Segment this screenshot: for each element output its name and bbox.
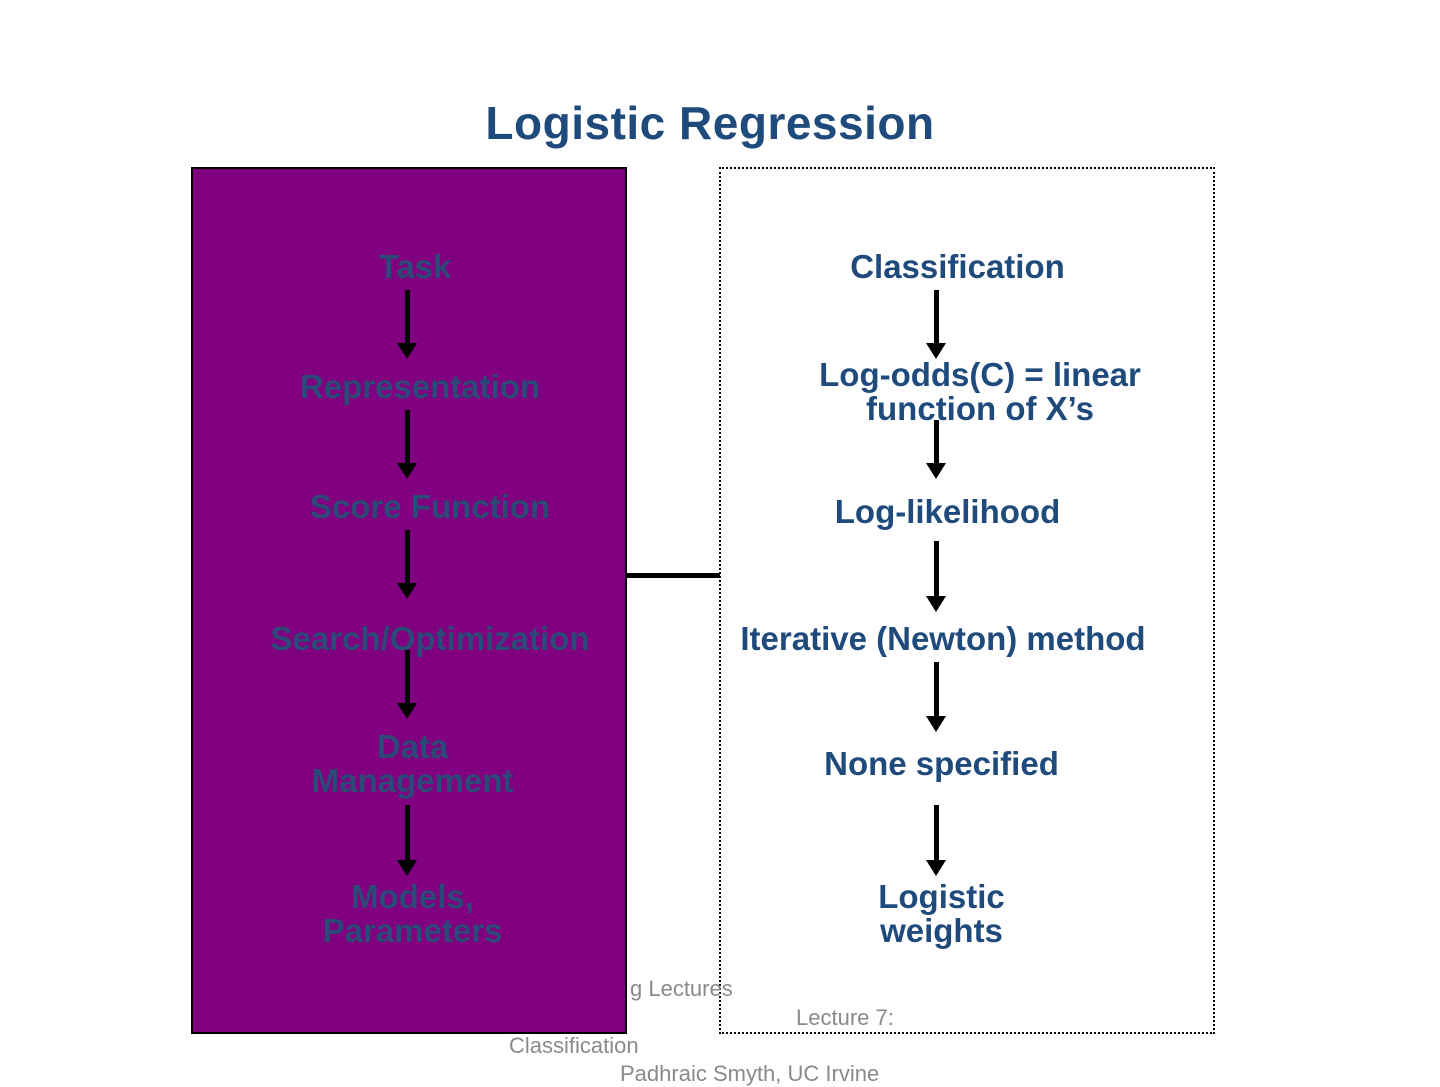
arrow-down-icon <box>397 343 417 359</box>
right-label-none-specified: None specified <box>824 745 1059 782</box>
left-label-task: Task <box>378 248 452 285</box>
arrow-shaft <box>934 662 939 718</box>
left-label-representation: Representation <box>299 368 541 405</box>
arrow-down-icon <box>926 716 946 732</box>
arrow-shaft <box>934 290 939 344</box>
footer-author: Padhraic Smyth, UC Irvine <box>620 1061 880 1086</box>
arrow-shaft <box>405 805 410 861</box>
left-label-data-management: Data Management <box>311 728 514 799</box>
right-label-classification: Classification <box>850 248 1065 285</box>
arrow-shaft <box>934 541 939 597</box>
logistic-regression-components-box <box>719 167 1215 1034</box>
right-label-logistic-weights: Logistic weights <box>878 878 1005 949</box>
slide-title: Logistic Regression <box>485 97 935 149</box>
footer-lectures: g Lectures <box>630 976 733 1001</box>
footer-lecture-number: Lecture 7: <box>796 1005 894 1030</box>
arrow-down-icon <box>926 343 946 359</box>
arrow-shaft <box>934 805 939 861</box>
arrow-down-icon <box>397 860 417 876</box>
arrow-shaft <box>405 530 410 584</box>
right-label-newton-method: Iterative (Newton) method <box>740 620 1146 657</box>
right-label-log-odds: Log-odds(C) = linear function of X’s <box>819 356 1141 427</box>
left-label-search-optimization: Search/Optimization <box>270 620 590 657</box>
arrow-shaft <box>405 650 410 704</box>
arrow-down-icon <box>397 583 417 599</box>
left-label-score-function: Score Function <box>309 488 551 525</box>
connector-line <box>625 573 720 578</box>
arrow-shaft <box>405 410 410 464</box>
arrow-shaft <box>405 290 410 344</box>
arrow-down-icon <box>397 703 417 719</box>
arrow-down-icon <box>397 463 417 479</box>
arrow-shaft <box>934 420 939 464</box>
right-label-log-likelihood: Log-likelihood <box>834 493 1061 530</box>
footer-topic: Classification <box>509 1033 639 1058</box>
arrow-down-icon <box>926 860 946 876</box>
left-label-models-parameters: Models, Parameters <box>322 878 503 949</box>
arrow-down-icon <box>926 596 946 612</box>
arrow-down-icon <box>926 463 946 479</box>
